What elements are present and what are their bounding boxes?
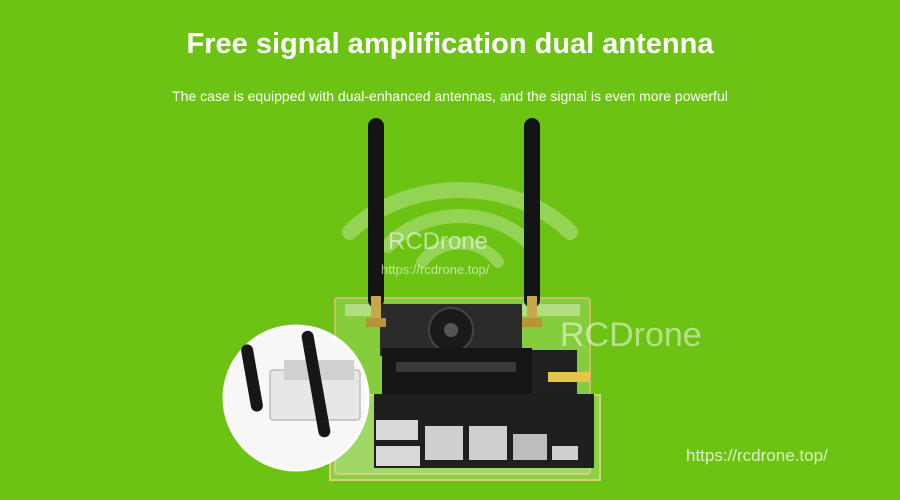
antenna-left xyxy=(366,118,386,327)
page-subtitle: The case is equipped with dual-enhanced … xyxy=(172,88,728,104)
watermark-url-secondary: https://rcdrone.top/ xyxy=(686,446,828,465)
watermark-brand-secondary: RCDrone xyxy=(560,316,702,354)
fan-module xyxy=(380,304,522,356)
compute-module xyxy=(382,348,577,398)
inset-detail-circle xyxy=(222,324,370,472)
watermark-brand: RCDrone xyxy=(388,228,489,255)
antenna-right xyxy=(522,118,542,327)
carrier-board xyxy=(374,372,594,468)
page-title: Free signal amplification dual antenna xyxy=(186,28,714,60)
watermark-url: https://rcdrone.top/ xyxy=(381,262,490,277)
